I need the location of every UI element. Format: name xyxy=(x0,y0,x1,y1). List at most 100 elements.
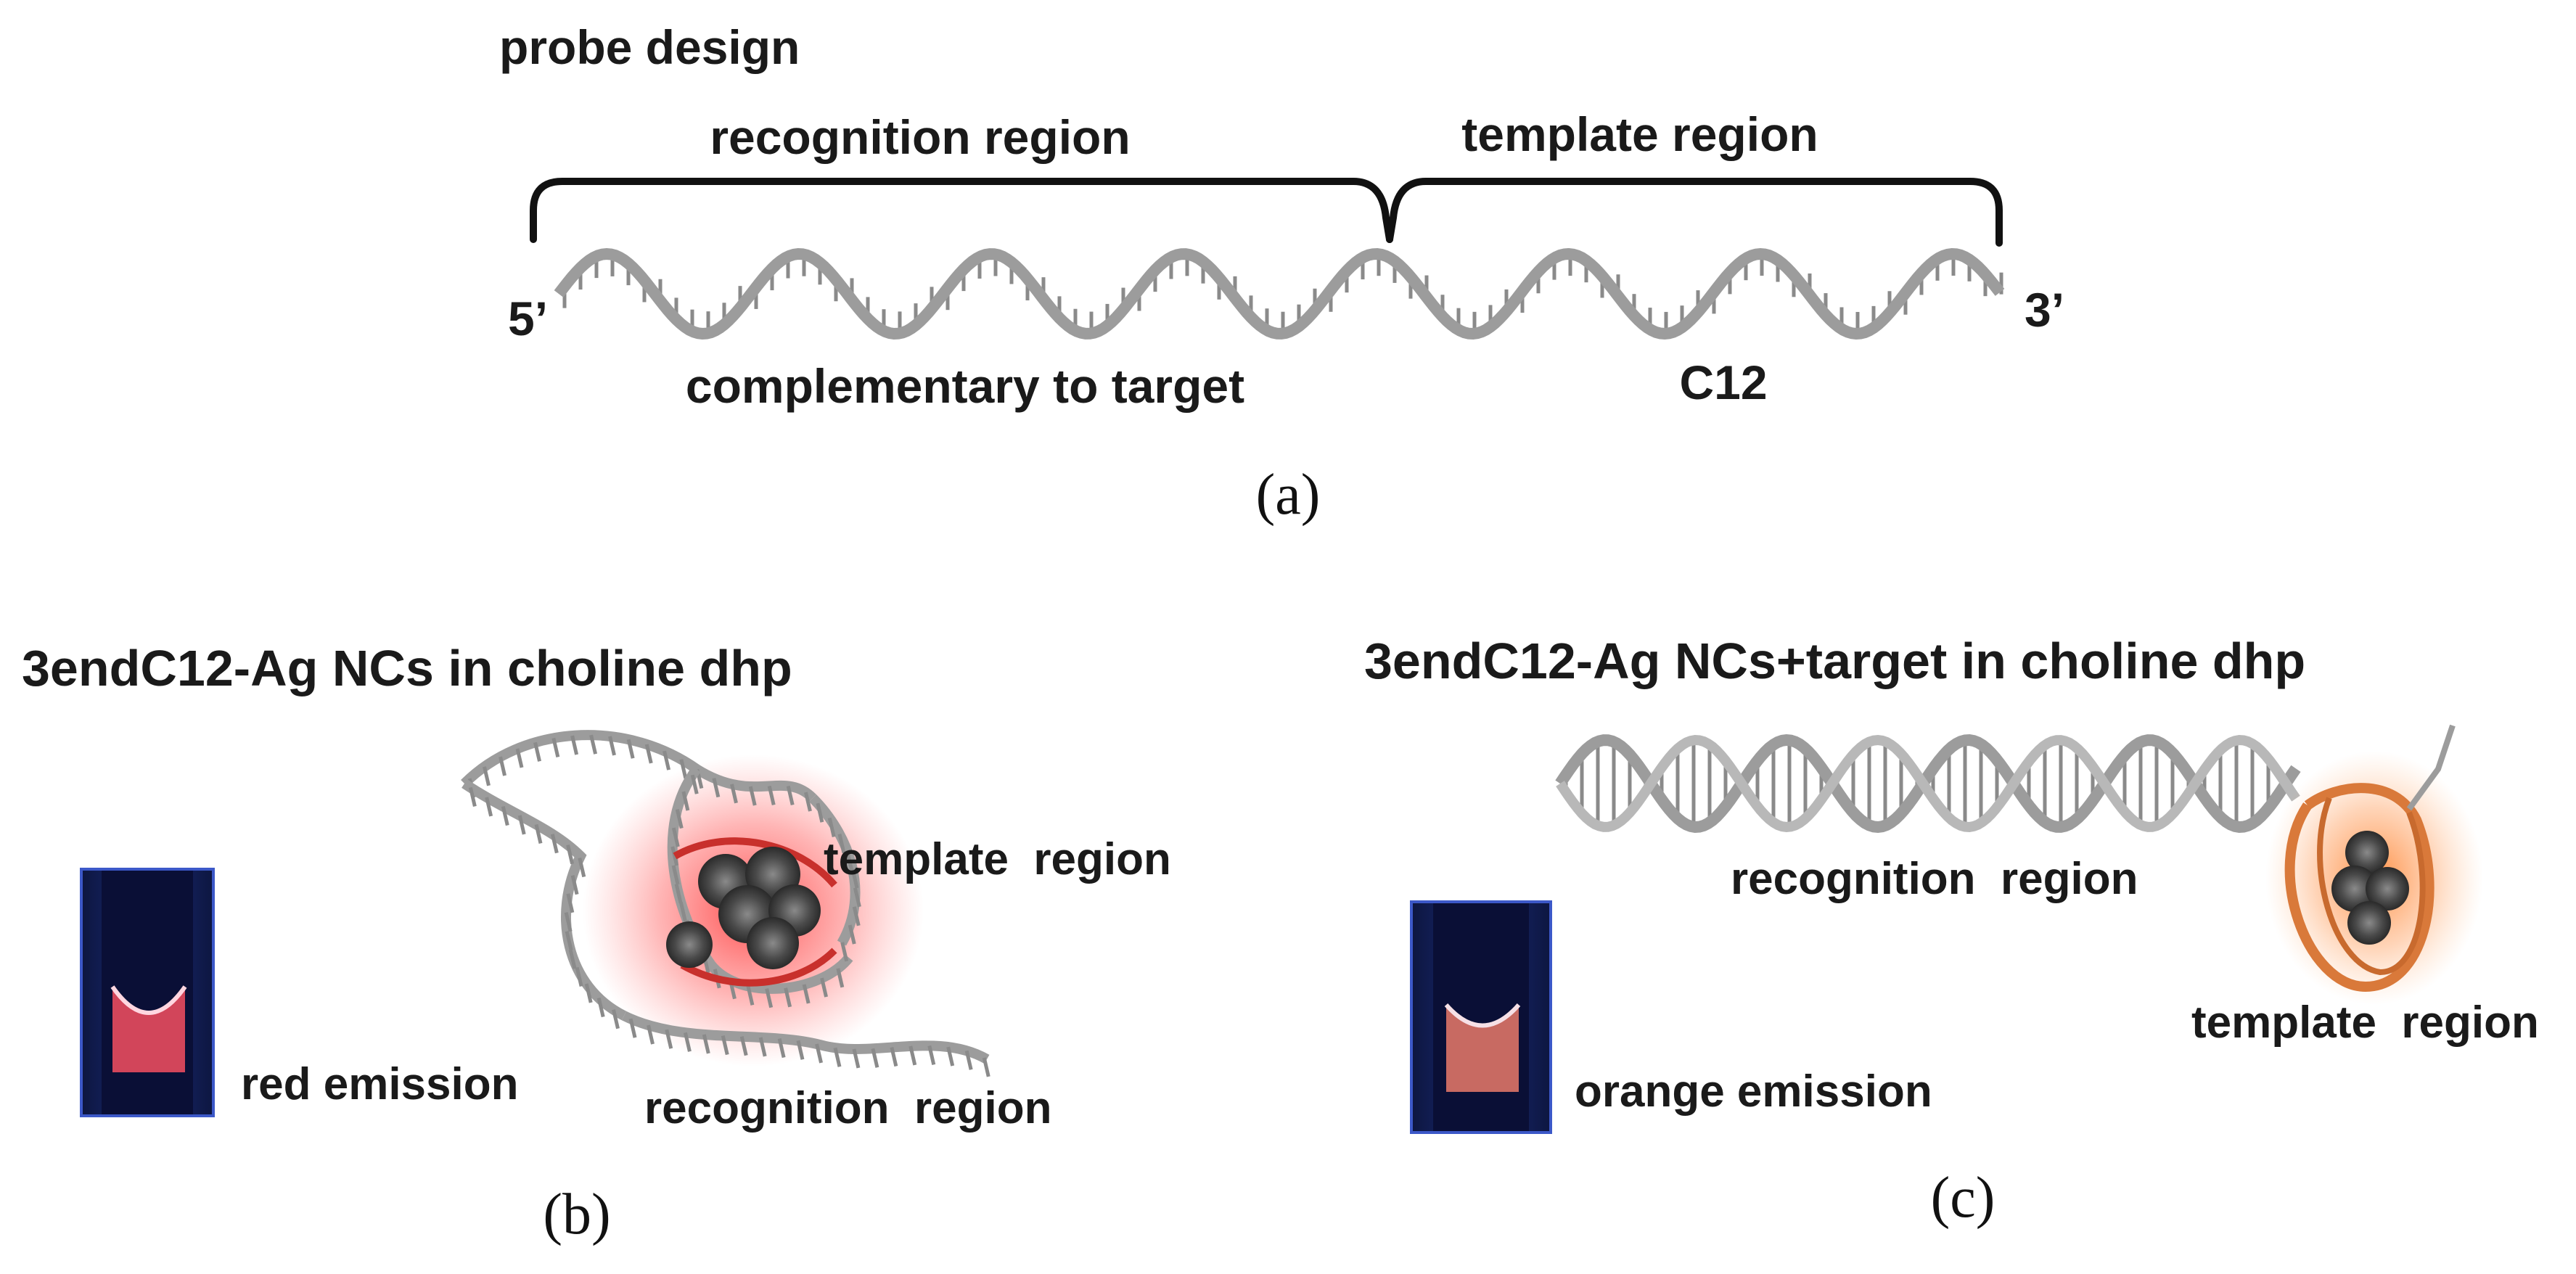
base-pair xyxy=(827,817,836,838)
base-pair xyxy=(674,884,683,904)
base-pair xyxy=(675,808,684,829)
base-pair xyxy=(848,924,856,945)
backbone-strand xyxy=(554,247,2005,340)
base-pair xyxy=(678,902,687,922)
panel-c: 3endC12-Ag NCs+target in choline dhp rec… xyxy=(1364,633,2539,1230)
probe-dna-helix xyxy=(554,247,2005,340)
base-pair xyxy=(739,1036,748,1056)
base-pair xyxy=(550,834,559,854)
base-pair xyxy=(690,774,699,794)
silver-nanocluster xyxy=(666,847,821,969)
panel-b-template-region-label: template region xyxy=(824,834,1171,884)
base-pair xyxy=(679,759,688,779)
panel-b: 3endC12-Ag NCs in choline dhp template r… xyxy=(22,640,1171,1246)
base-pair xyxy=(628,1018,637,1038)
base-pair xyxy=(802,984,811,1004)
orange-emission-label: orange emission xyxy=(1575,1067,1932,1117)
red-emission-cuvette xyxy=(80,868,215,1117)
base-pair xyxy=(501,806,509,826)
backbone-strand xyxy=(1556,734,2300,833)
base-pair xyxy=(804,792,812,812)
red-emission-label: red emission xyxy=(241,1059,518,1109)
base-pair xyxy=(515,748,524,768)
base-pair xyxy=(626,739,635,759)
base-pair xyxy=(815,1043,823,1064)
base-pair xyxy=(721,1035,729,1056)
base-pair xyxy=(485,797,493,817)
template-strand xyxy=(673,837,837,888)
base-pair xyxy=(565,931,573,951)
base-pair xyxy=(908,1045,917,1066)
base-pair xyxy=(575,966,583,987)
five-prime-end-label: 5’ xyxy=(508,292,548,345)
base-pair xyxy=(833,1047,842,1067)
panel-c-recognition-region-label: recognition region xyxy=(1731,854,2138,904)
base-pair xyxy=(702,1034,710,1054)
base-pair xyxy=(568,949,577,969)
base-pair xyxy=(890,1047,898,1067)
base-pair xyxy=(982,1057,990,1077)
base-pair xyxy=(820,977,828,998)
base-pair xyxy=(850,868,859,889)
backbone-strand xyxy=(667,765,853,994)
base-pair xyxy=(517,815,526,835)
template-region-bracket-label: template region xyxy=(1461,107,1818,161)
base-pair xyxy=(964,1050,973,1070)
base-pair xyxy=(534,823,543,844)
base-pair xyxy=(671,865,680,885)
panel-c-template-region-label: template region xyxy=(2191,998,2539,1048)
base-pair xyxy=(840,942,849,962)
base-pair xyxy=(746,985,755,1006)
panel-b-title: 3endC12-Ag NCs in choline dhp xyxy=(22,640,792,696)
base-pair xyxy=(845,850,854,871)
base-pair xyxy=(566,844,575,865)
base-pair xyxy=(670,846,679,866)
base-pair xyxy=(671,827,680,847)
base-pair xyxy=(852,1048,861,1069)
base-pair xyxy=(796,1040,805,1060)
base-pair xyxy=(483,766,491,786)
base-pair xyxy=(578,857,586,878)
base-pair xyxy=(730,784,738,804)
panel-c-title: 3endC12-Ag NCs+target in choline dhp xyxy=(1364,633,2305,689)
caption-c: (c) xyxy=(1931,1166,1995,1230)
backbone-strand xyxy=(462,779,627,1021)
silver-nanocluster-c xyxy=(2331,831,2409,945)
three-prime-end-label: 3’ xyxy=(2025,283,2064,337)
base-pair xyxy=(665,1029,673,1049)
base-pair xyxy=(663,750,671,770)
probe-design-heading: probe design xyxy=(499,20,800,74)
base-pair xyxy=(767,785,776,806)
base-pair xyxy=(564,912,573,932)
orange-emission-cuvette xyxy=(1410,900,1552,1134)
template-strand xyxy=(680,948,837,987)
template-hairpin xyxy=(2284,724,2456,993)
base-pair xyxy=(499,756,506,776)
base-pair xyxy=(852,906,861,926)
base-pair xyxy=(871,1048,879,1068)
base-pair xyxy=(566,893,575,913)
base-pair xyxy=(946,1046,955,1067)
base-pair xyxy=(683,1032,692,1052)
base-pair xyxy=(758,1037,767,1057)
base-pair xyxy=(784,987,792,1008)
base-pair xyxy=(570,735,579,755)
base-pair xyxy=(647,1024,655,1045)
base-pair xyxy=(836,968,845,988)
base-pair xyxy=(777,1038,786,1059)
hybridized-dna-duplex xyxy=(1555,733,2301,834)
recognition-region-bracket-label: recognition region xyxy=(710,110,1130,164)
backbone-strand xyxy=(1555,733,2301,834)
base-pair xyxy=(608,736,616,756)
base-pair xyxy=(748,786,757,806)
base-pair xyxy=(786,785,795,806)
base-pair xyxy=(468,786,477,807)
base-pair xyxy=(584,983,593,1003)
base-pair xyxy=(596,997,605,1018)
backbone-strand xyxy=(621,1011,990,1064)
recognition-region-bracket xyxy=(530,178,1393,243)
c12-label: C12 xyxy=(1679,356,1767,409)
base-pair xyxy=(765,988,774,1008)
panel-a: probe design recognition region template… xyxy=(499,20,2064,527)
